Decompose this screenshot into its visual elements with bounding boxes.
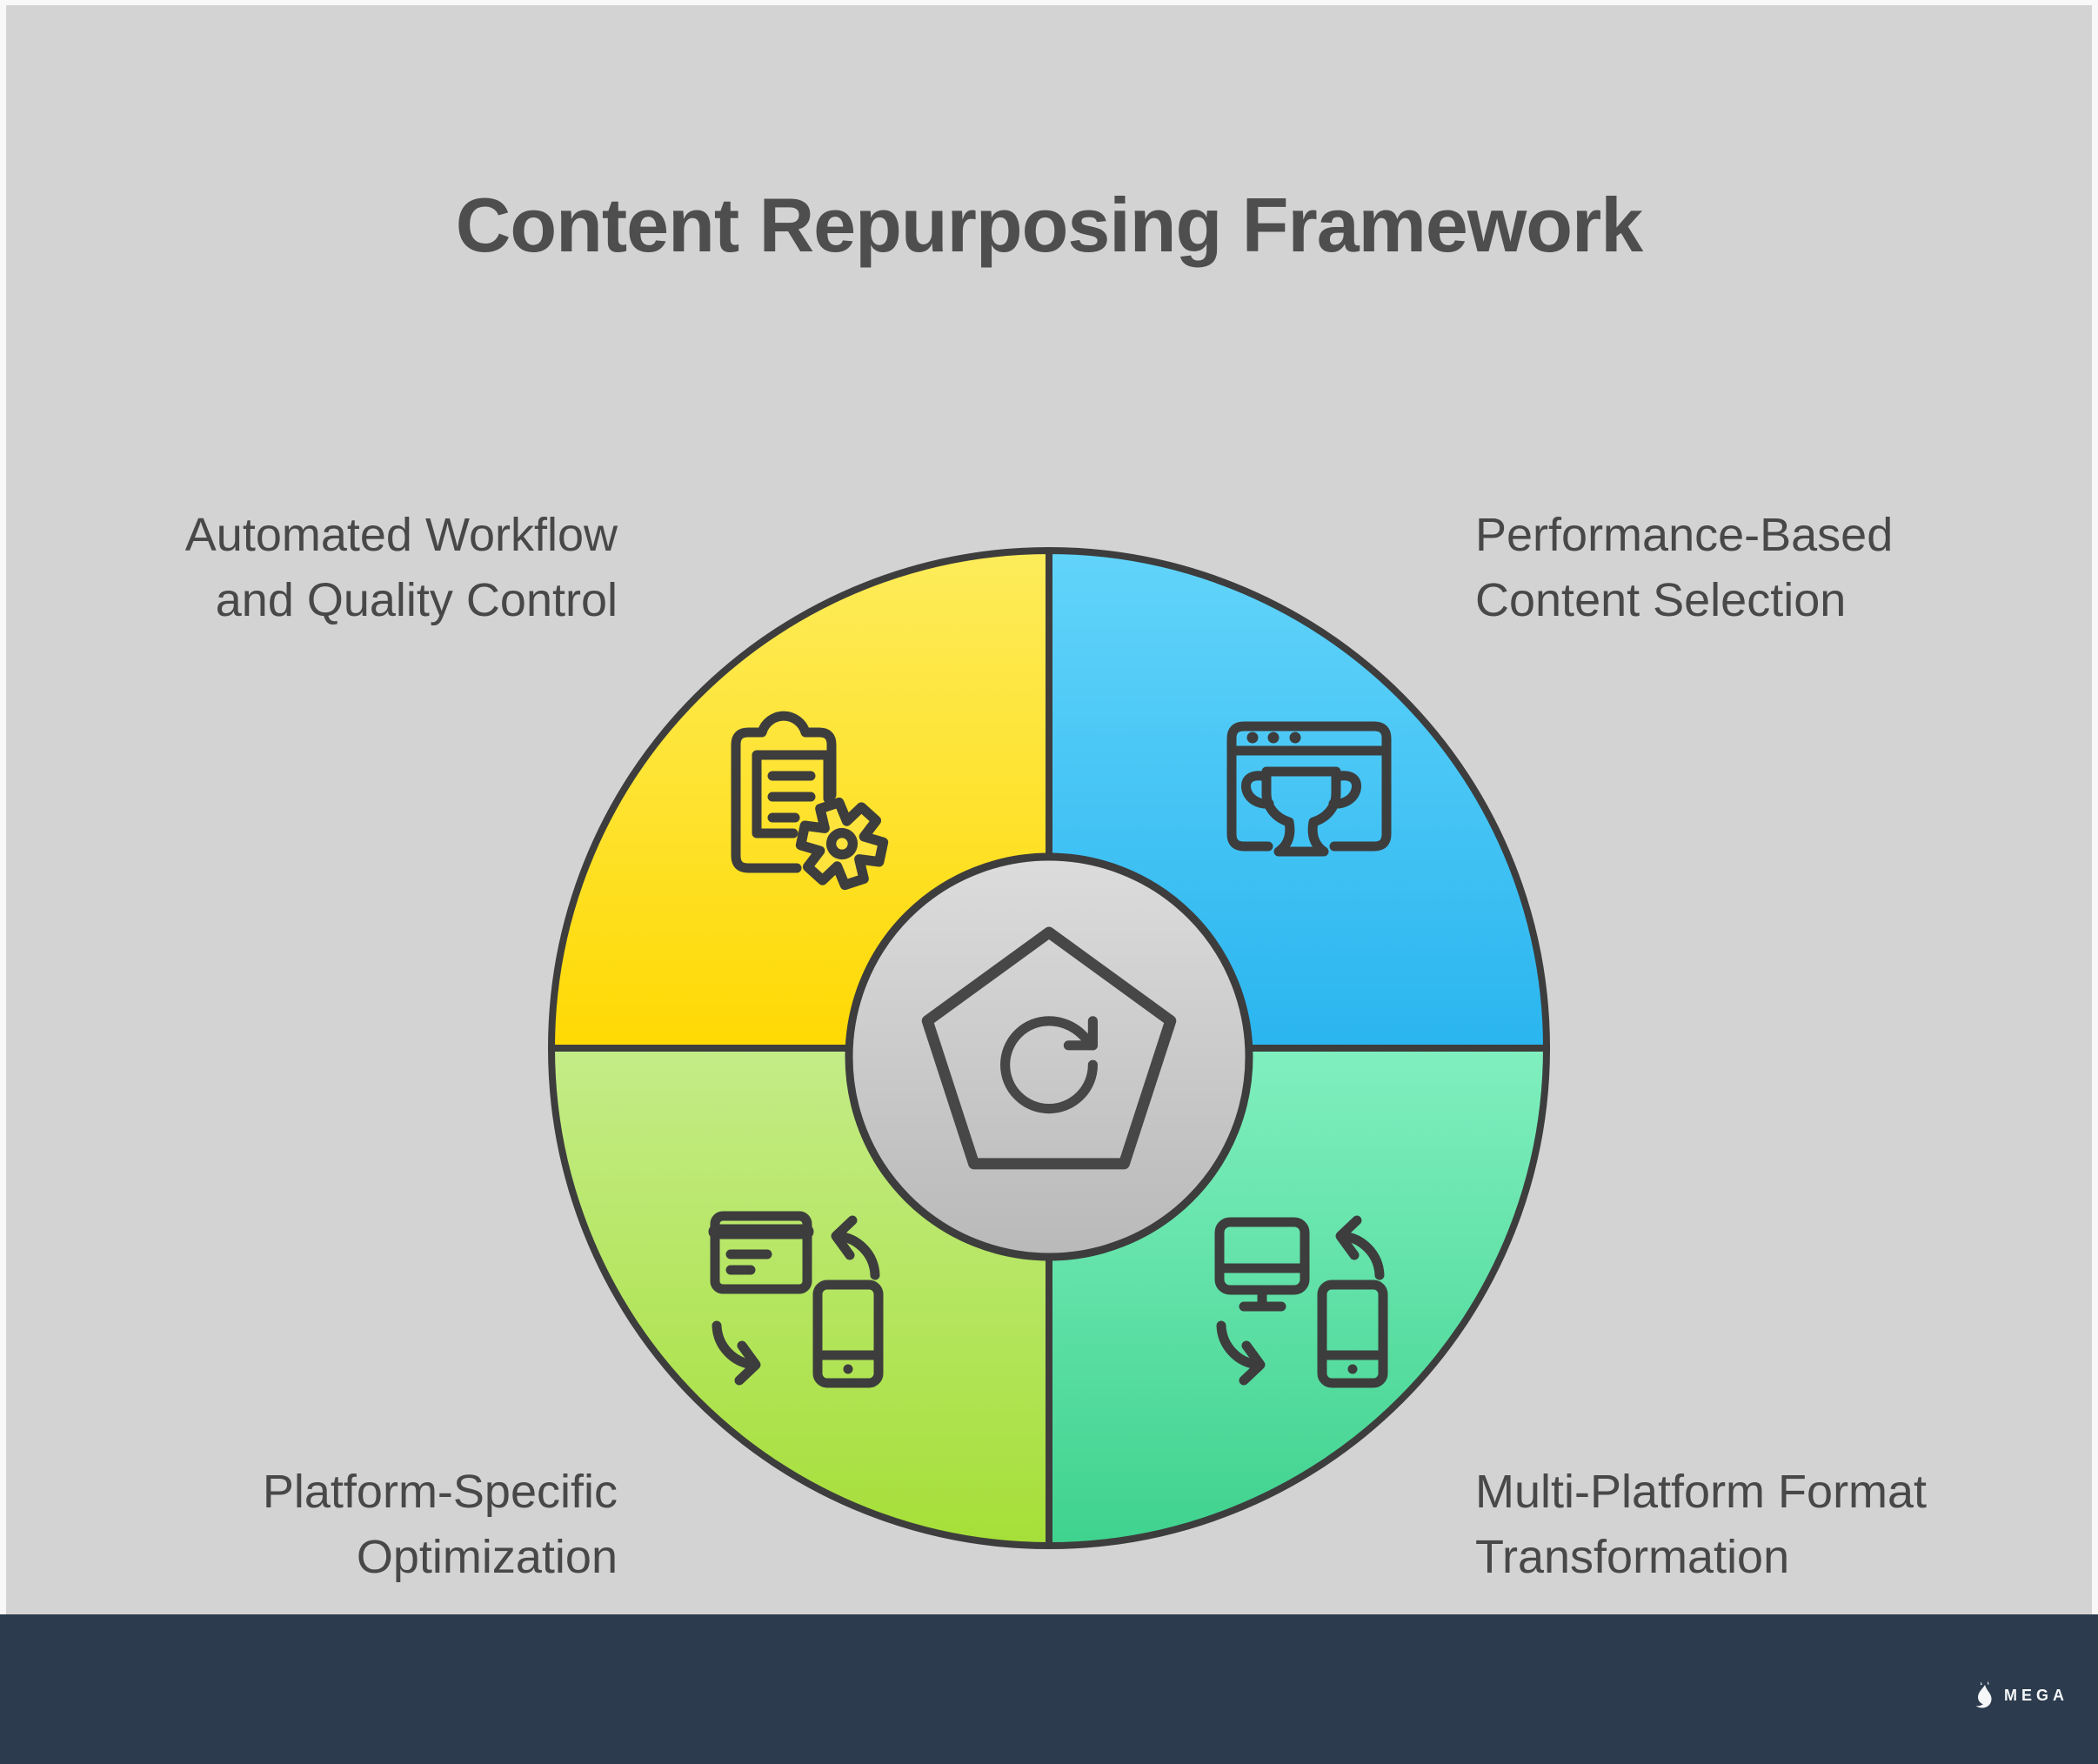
clipboard-gear-icon: [731, 711, 889, 891]
browser-trophy-icon: [1226, 721, 1392, 857]
framework-wheel: [548, 547, 1550, 1549]
brand-lockup: MEGA: [1973, 1680, 2068, 1710]
center-hub: [845, 852, 1253, 1261]
label-platform-optimization: Platform-Specific Optimization: [263, 1460, 618, 1589]
label-automated-workflow: Automated Workflow and Quality Control: [185, 503, 618, 632]
card-phone-sync-icon: [708, 1211, 884, 1388]
label-performance-selection: Performance-Based Content Selection: [1475, 503, 1893, 632]
mega-logo-icon: [1975, 1680, 1992, 1708]
pentagon-refresh-icon: [921, 926, 1177, 1170]
label-line: Multi-Platform Format: [1475, 1466, 1928, 1518]
footer: MEGA: [0, 1614, 2098, 1764]
label-line: Content Selection: [1475, 573, 1847, 626]
monitor-phone-sync-icon: [1214, 1215, 1388, 1388]
label-line: Performance-Based: [1475, 509, 1894, 561]
label-format-transformation: Multi-Platform Format Transformation: [1475, 1460, 1927, 1589]
page-title: Content Repurposing Framework: [455, 182, 1643, 268]
brand-name: MEGA: [2004, 1686, 2068, 1704]
label-line: Platform-Specific: [262, 1466, 618, 1518]
label-line: Optimization: [356, 1530, 618, 1583]
label-line: Transformation: [1475, 1530, 1790, 1583]
label-line: and Quality Control: [215, 573, 618, 626]
label-line: Automated Workflow: [184, 509, 618, 561]
